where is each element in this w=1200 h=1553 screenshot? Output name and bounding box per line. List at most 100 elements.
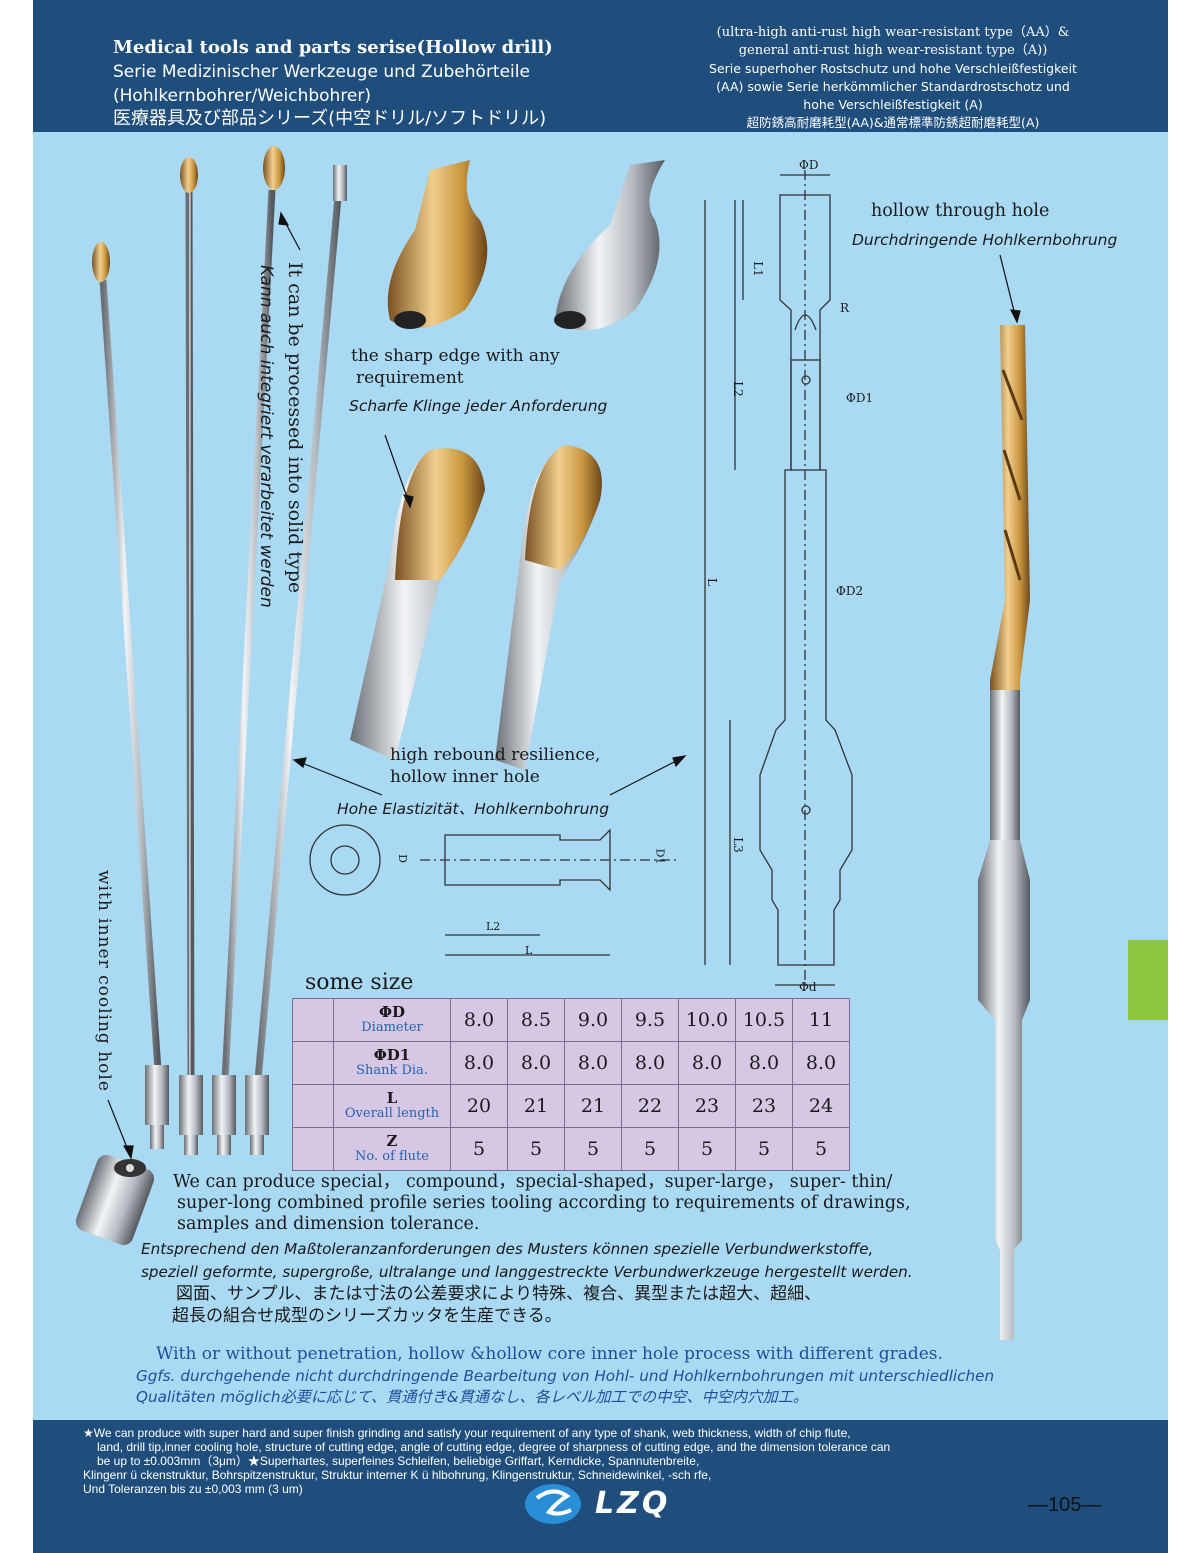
size-table-cell: 8.0 (678, 1041, 736, 1085)
size-table-cell: 20 (450, 1084, 508, 1128)
footer-band: ★We can produce with super hard and supe… (33, 1420, 1168, 1553)
annotation-rebound-de: Hohe Elastizität、Hohlkernbohrung (337, 800, 610, 818)
size-table-cell: 9.5 (621, 998, 679, 1042)
cutter-head-steel (554, 160, 665, 331)
type-jp: 超防銹高耐磨耗型(AA)&通常標準防銹超耐磨耗型(A) (746, 115, 1040, 130)
type-de-1: Serie superhoher Rostschutz und hohe Ver… (709, 61, 1077, 76)
long-drill-4 (254, 165, 347, 1081)
annotation-sharp-de: Scharfe Klinge jeder Anforderung (349, 397, 608, 415)
size-table-cell: 5 (792, 1127, 850, 1171)
size-table-cell: 8.0 (621, 1041, 679, 1085)
cutter-head-gold-1 (387, 160, 488, 329)
size-table-cell: 8.0 (507, 1041, 565, 1085)
long-drill-3 (221, 146, 285, 1081)
size-table-cell: 9.0 (564, 998, 622, 1042)
annotation-sharp-en-1: the sharp edge with any (351, 346, 560, 366)
annotation-solid-de: Kann auch integriert verarbeitet werden (256, 265, 276, 608)
label-r: R (840, 301, 850, 315)
size-table-cell: 8.0 (792, 1041, 850, 1085)
type-en-2: general anti-rust high wear-resistant ty… (738, 43, 1048, 58)
size-table-cell: 21 (507, 1084, 565, 1128)
label-l: L (704, 578, 719, 586)
size-table-spacer (292, 1084, 334, 1128)
size-table-spacer (292, 998, 334, 1042)
annotation-rebound-en-1: high rebound resilience, (390, 745, 601, 765)
size-table-title: some size (305, 970, 414, 995)
long-drill-2 (180, 157, 198, 1081)
technical-drawing-small (309, 824, 680, 956)
annotation-sharp-en-2: requirement (356, 368, 464, 388)
label-phi-d1: ΦD1 (846, 391, 874, 405)
size-table-cell: 10.5 (735, 998, 793, 1042)
footer-line: be up to ±0.003mm（3μm）★Superhartes, supe… (97, 1454, 700, 1468)
size-table-cell: 5 (735, 1127, 793, 1171)
size-param-name: Diameter (361, 1020, 423, 1035)
size-table-cell: 8.0 (450, 1041, 508, 1085)
cutter-head-gold-2 (350, 448, 485, 760)
title-de-1: Serie Medizinischer Werkzeuge und Zubehö… (113, 62, 530, 82)
size-param-name: Overall length (344, 1106, 440, 1121)
size-table-cell: 8.0 (450, 998, 508, 1042)
size-table-cell: 22 (621, 1084, 679, 1128)
footer-line: land, drill tip,inner cooling hole, stru… (97, 1440, 891, 1454)
footer-line: Klingenr ü ckenstruktur, Bohrspitzenstru… (83, 1468, 712, 1482)
logo-wordmark: LZQ (595, 1486, 671, 1521)
title-jp: 医療器具及び部品シリーズ(中空ドリル/ソフトドリル) (113, 108, 547, 129)
cooling-hole-closeup (75, 1154, 155, 1246)
logo-emblem-icon (525, 1484, 581, 1524)
size-table-cell: 24 (792, 1084, 850, 1128)
capability-jp: 図面、サンプル、または寸法の公差要求により特殊、複合、異型または超大、超細、 超… (172, 1283, 821, 1327)
capability-en-line: samples and dimension tolerance. (177, 1214, 480, 1234)
footer-line: ★We can produce with super hard and supe… (83, 1426, 851, 1440)
grades-de-line: Ggfs. durchgehende nicht durchdringende … (136, 1367, 995, 1385)
size-param-symbol: ΦD (378, 1003, 406, 1021)
size-table-cell: 23 (735, 1084, 793, 1128)
capability-de: Entsprechend den Maßtoleranzanforderunge… (141, 1238, 913, 1284)
size-param-symbol: Z (386, 1132, 398, 1150)
header-title-right: (ultra-high anti-rust high wear-resistan… (643, 24, 1143, 132)
label-d: D (395, 854, 409, 863)
size-param-name: No. of flute (355, 1149, 429, 1164)
size-table-cell: 23 (678, 1084, 736, 1128)
size-table-cell: 10.0 (678, 998, 736, 1042)
footer-note: ★We can produce with super hard and supe… (83, 1426, 1143, 1496)
spiral-drill-large (978, 325, 1030, 1340)
annotation-solid-en: It can be processed into solid type (284, 262, 306, 594)
size-table-cell: 8.0 (564, 1041, 622, 1085)
label-l2: L2 (730, 381, 745, 397)
section-tab (1128, 940, 1168, 1020)
annotation-rebound-en-2: hollow inner hole (390, 767, 540, 787)
size-param-name: Shank Dia. (356, 1063, 428, 1078)
label-d1: D1 (653, 848, 667, 865)
label-phi-d-small: Φd (799, 980, 817, 994)
size-table-spacer (292, 1127, 334, 1171)
label-l1: L1 (750, 261, 765, 277)
technical-drawing-main (704, 170, 853, 990)
cutter-head-gold-3 (495, 445, 602, 770)
long-drill-1 (92, 242, 162, 1071)
grades-de: Ggfs. durchgehende nicht durchdringende … (136, 1366, 994, 1408)
footer-line: Und Toleranzen bis zu ±0,003 mm (3 um) (83, 1482, 303, 1496)
size-table-cell: 5 (564, 1127, 622, 1171)
size-table-spacer (292, 1041, 334, 1085)
label-phi-d2: ΦD2 (836, 584, 864, 598)
title-de-2: (Hohlkernbohrer/Weichbohrer) (113, 86, 372, 106)
label-phi-d: ΦD (799, 158, 819, 172)
size-param-symbol: ΦD1 (373, 1046, 411, 1064)
size-table-cell: 11 (792, 998, 850, 1042)
company-logo: LZQ (523, 1482, 703, 1524)
capability-en-line: We can produce special， compound，special… (173, 1172, 893, 1192)
type-en-1: (ultra-high anti-rust high wear-resistan… (716, 25, 1070, 40)
title-en: Medical tools and parts serise(Hollow dr… (113, 37, 553, 58)
size-table-cell: 5 (507, 1127, 565, 1171)
grades-de-line: Qualitäten möglich必要に応じて、貫通付き&貫通なし、各レベル加… (136, 1388, 808, 1406)
